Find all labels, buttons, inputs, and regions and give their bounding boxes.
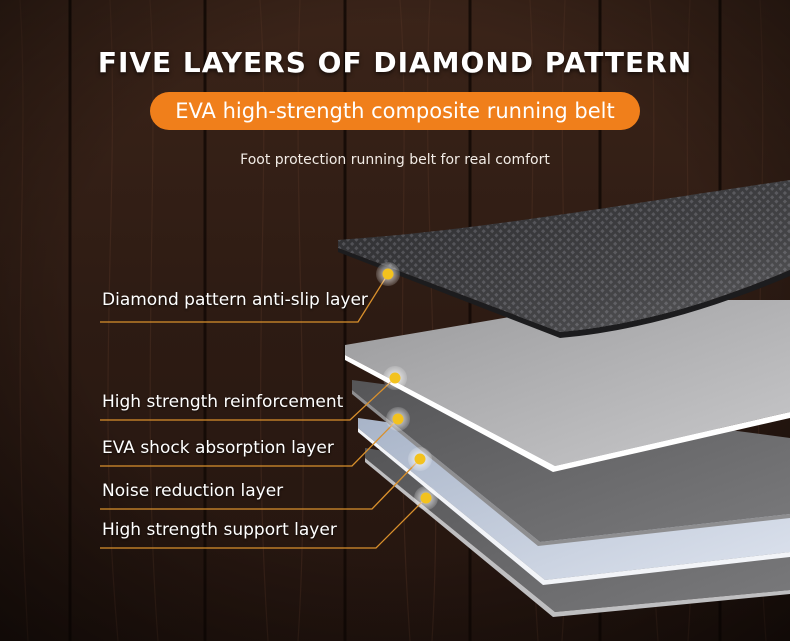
page-title: FIVE LAYERS OF DIAMOND PATTERN [97, 46, 693, 79]
layer-reinforcement [345, 300, 790, 466]
feature-pill: EVA high-strength composite running belt [150, 92, 640, 130]
callout-dot-noise [414, 453, 426, 465]
callout-line-noise [100, 458, 421, 510]
layer-label-reinforcement: High strength reinforcement [102, 392, 344, 412]
callout-line-eva [100, 418, 399, 467]
layer-label-support: High strength support layer [102, 520, 337, 540]
subtitle: Foot protection running belt for real co… [240, 152, 550, 168]
callout-dot-reinforcement [389, 372, 401, 384]
callout-line-diamond [100, 273, 389, 323]
layer-label-eva: EVA shock absorption layer [102, 438, 334, 458]
layer-label-noise-reduction: Noise reduction layer [102, 481, 284, 501]
callout-lines [100, 262, 438, 549]
callout-dot-support [420, 492, 432, 504]
callout-line-support [100, 497, 427, 549]
callout-line-reinforcement [100, 377, 396, 421]
layer-label-diamond-pattern: Diamond pattern anti-slip layer [102, 290, 368, 310]
callout-dot-diamond [382, 268, 394, 280]
callout-dot-eva [392, 413, 404, 425]
